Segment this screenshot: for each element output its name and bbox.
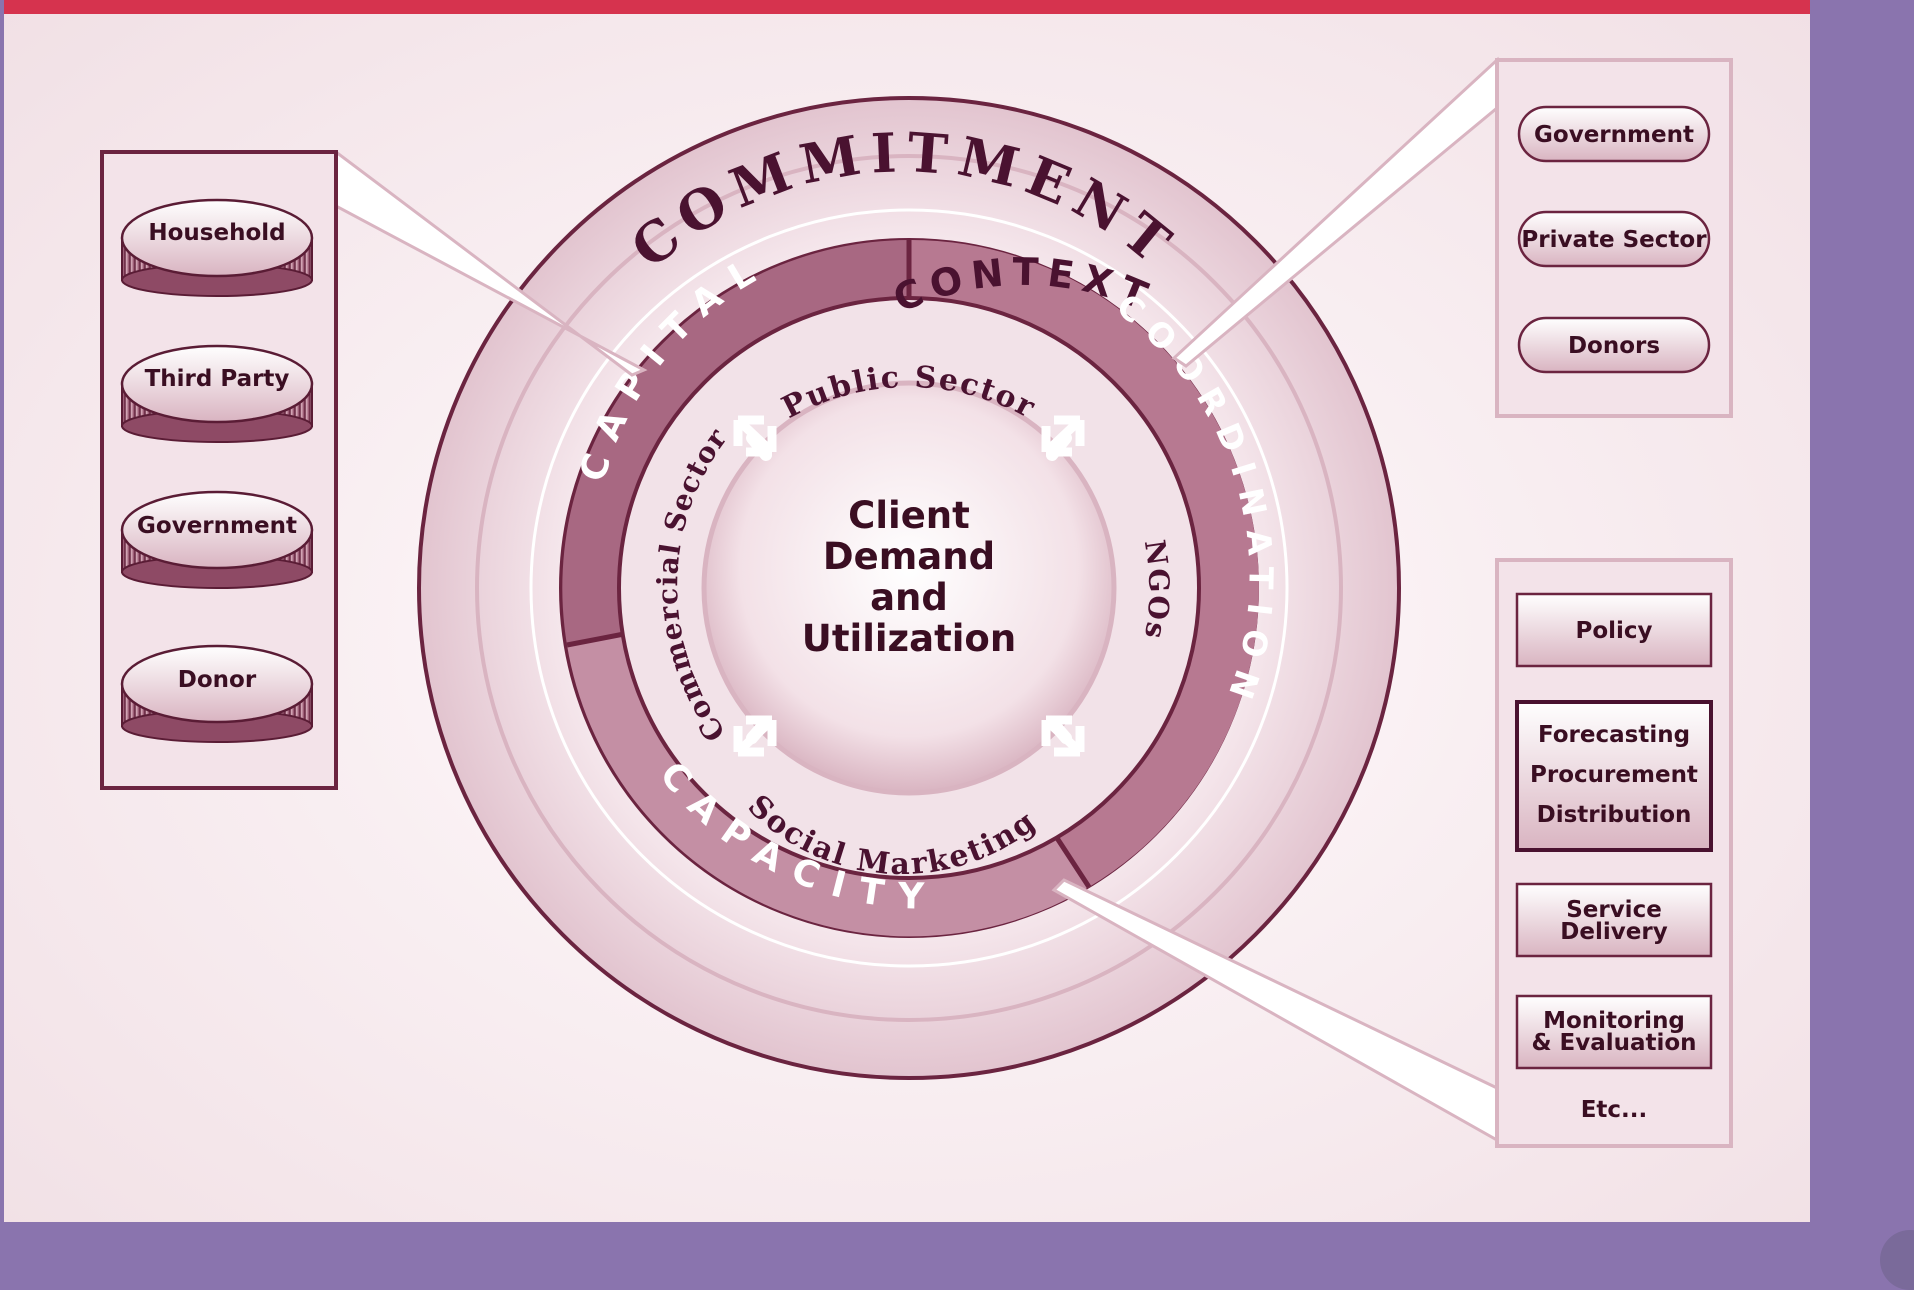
coin-government: Government <box>120 490 314 589</box>
center-line-3: and <box>870 576 948 619</box>
center-line-1: Client <box>848 494 970 537</box>
page-corner <box>1880 1230 1914 1290</box>
diagram-panel: CONTEXT COMMITMENT CAPITAL COORDINATION … <box>4 0 1810 1222</box>
coin-third-party: Third Party <box>120 344 314 443</box>
coin-third-party-label: Third Party <box>145 366 290 392</box>
commitment-inner-border <box>529 208 1289 968</box>
capacity-segment <box>567 634 1089 937</box>
box-evaluation-label: & Evaluation <box>1531 1030 1696 1056</box>
box-procurement-label: Procurement <box>1530 762 1698 788</box>
center-line-2: Demand <box>823 535 995 578</box>
box-policy-label: Policy <box>1575 618 1652 644</box>
box-forecasting-label: Forecasting <box>1538 722 1690 748</box>
arrow-head-bl-icon <box>733 715 777 757</box>
commodity-security-diagram: CONTEXT COMMITMENT CAPITAL COORDINATION … <box>100 56 1733 1148</box>
box-monitoring-label: Monitoring <box>1543 1008 1685 1034</box>
box-distribution-label: Distribution <box>1537 802 1692 828</box>
sector-arrows <box>733 415 1085 757</box>
header-bar <box>4 0 1810 14</box>
coin-donor-label: Donor <box>178 667 257 693</box>
pill-private-sector: Private Sector <box>1517 210 1711 268</box>
box-monitoring-evaluation: Monitoring & Evaluation <box>1515 994 1713 1070</box>
center-line-4: Utilization <box>802 617 1016 660</box>
pill-government-label: Government <box>1534 122 1694 148</box>
segment-divider-right <box>1054 836 1092 889</box>
coordination-segment <box>909 239 1259 887</box>
box-service-delivery: Service Delivery <box>1515 882 1713 958</box>
coin-government-label: Government <box>137 513 297 539</box>
coin-household: Household <box>120 198 314 297</box>
pill-donors: Donors <box>1517 316 1711 374</box>
commitment-ring-border <box>475 154 1343 1022</box>
center-circle <box>701 380 1117 796</box>
ngos-label: NGOs <box>1138 538 1176 643</box>
arrow-head-br-icon <box>1041 715 1085 757</box>
arrow-head-tl-icon <box>733 415 777 457</box>
segment-divider-left <box>566 631 625 648</box>
box-policy: Policy <box>1515 592 1713 668</box>
box-service-label: Service <box>1566 897 1662 923</box>
pill-private-sector-label: Private Sector <box>1521 227 1707 253</box>
etc-label: Etc... <box>1581 1097 1648 1123</box>
arrow-head-tr-icon <box>1041 415 1085 457</box>
box-logistics: Forecasting Procurement Distribution <box>1515 700 1713 852</box>
capital-segment <box>562 240 909 645</box>
pill-donors-label: Donors <box>1568 333 1660 359</box>
pill-government: Government <box>1517 105 1711 163</box>
box-delivery-label: Delivery <box>1560 919 1667 945</box>
coin-household-label: Household <box>148 220 285 246</box>
coin-donor: Donor <box>120 644 314 743</box>
